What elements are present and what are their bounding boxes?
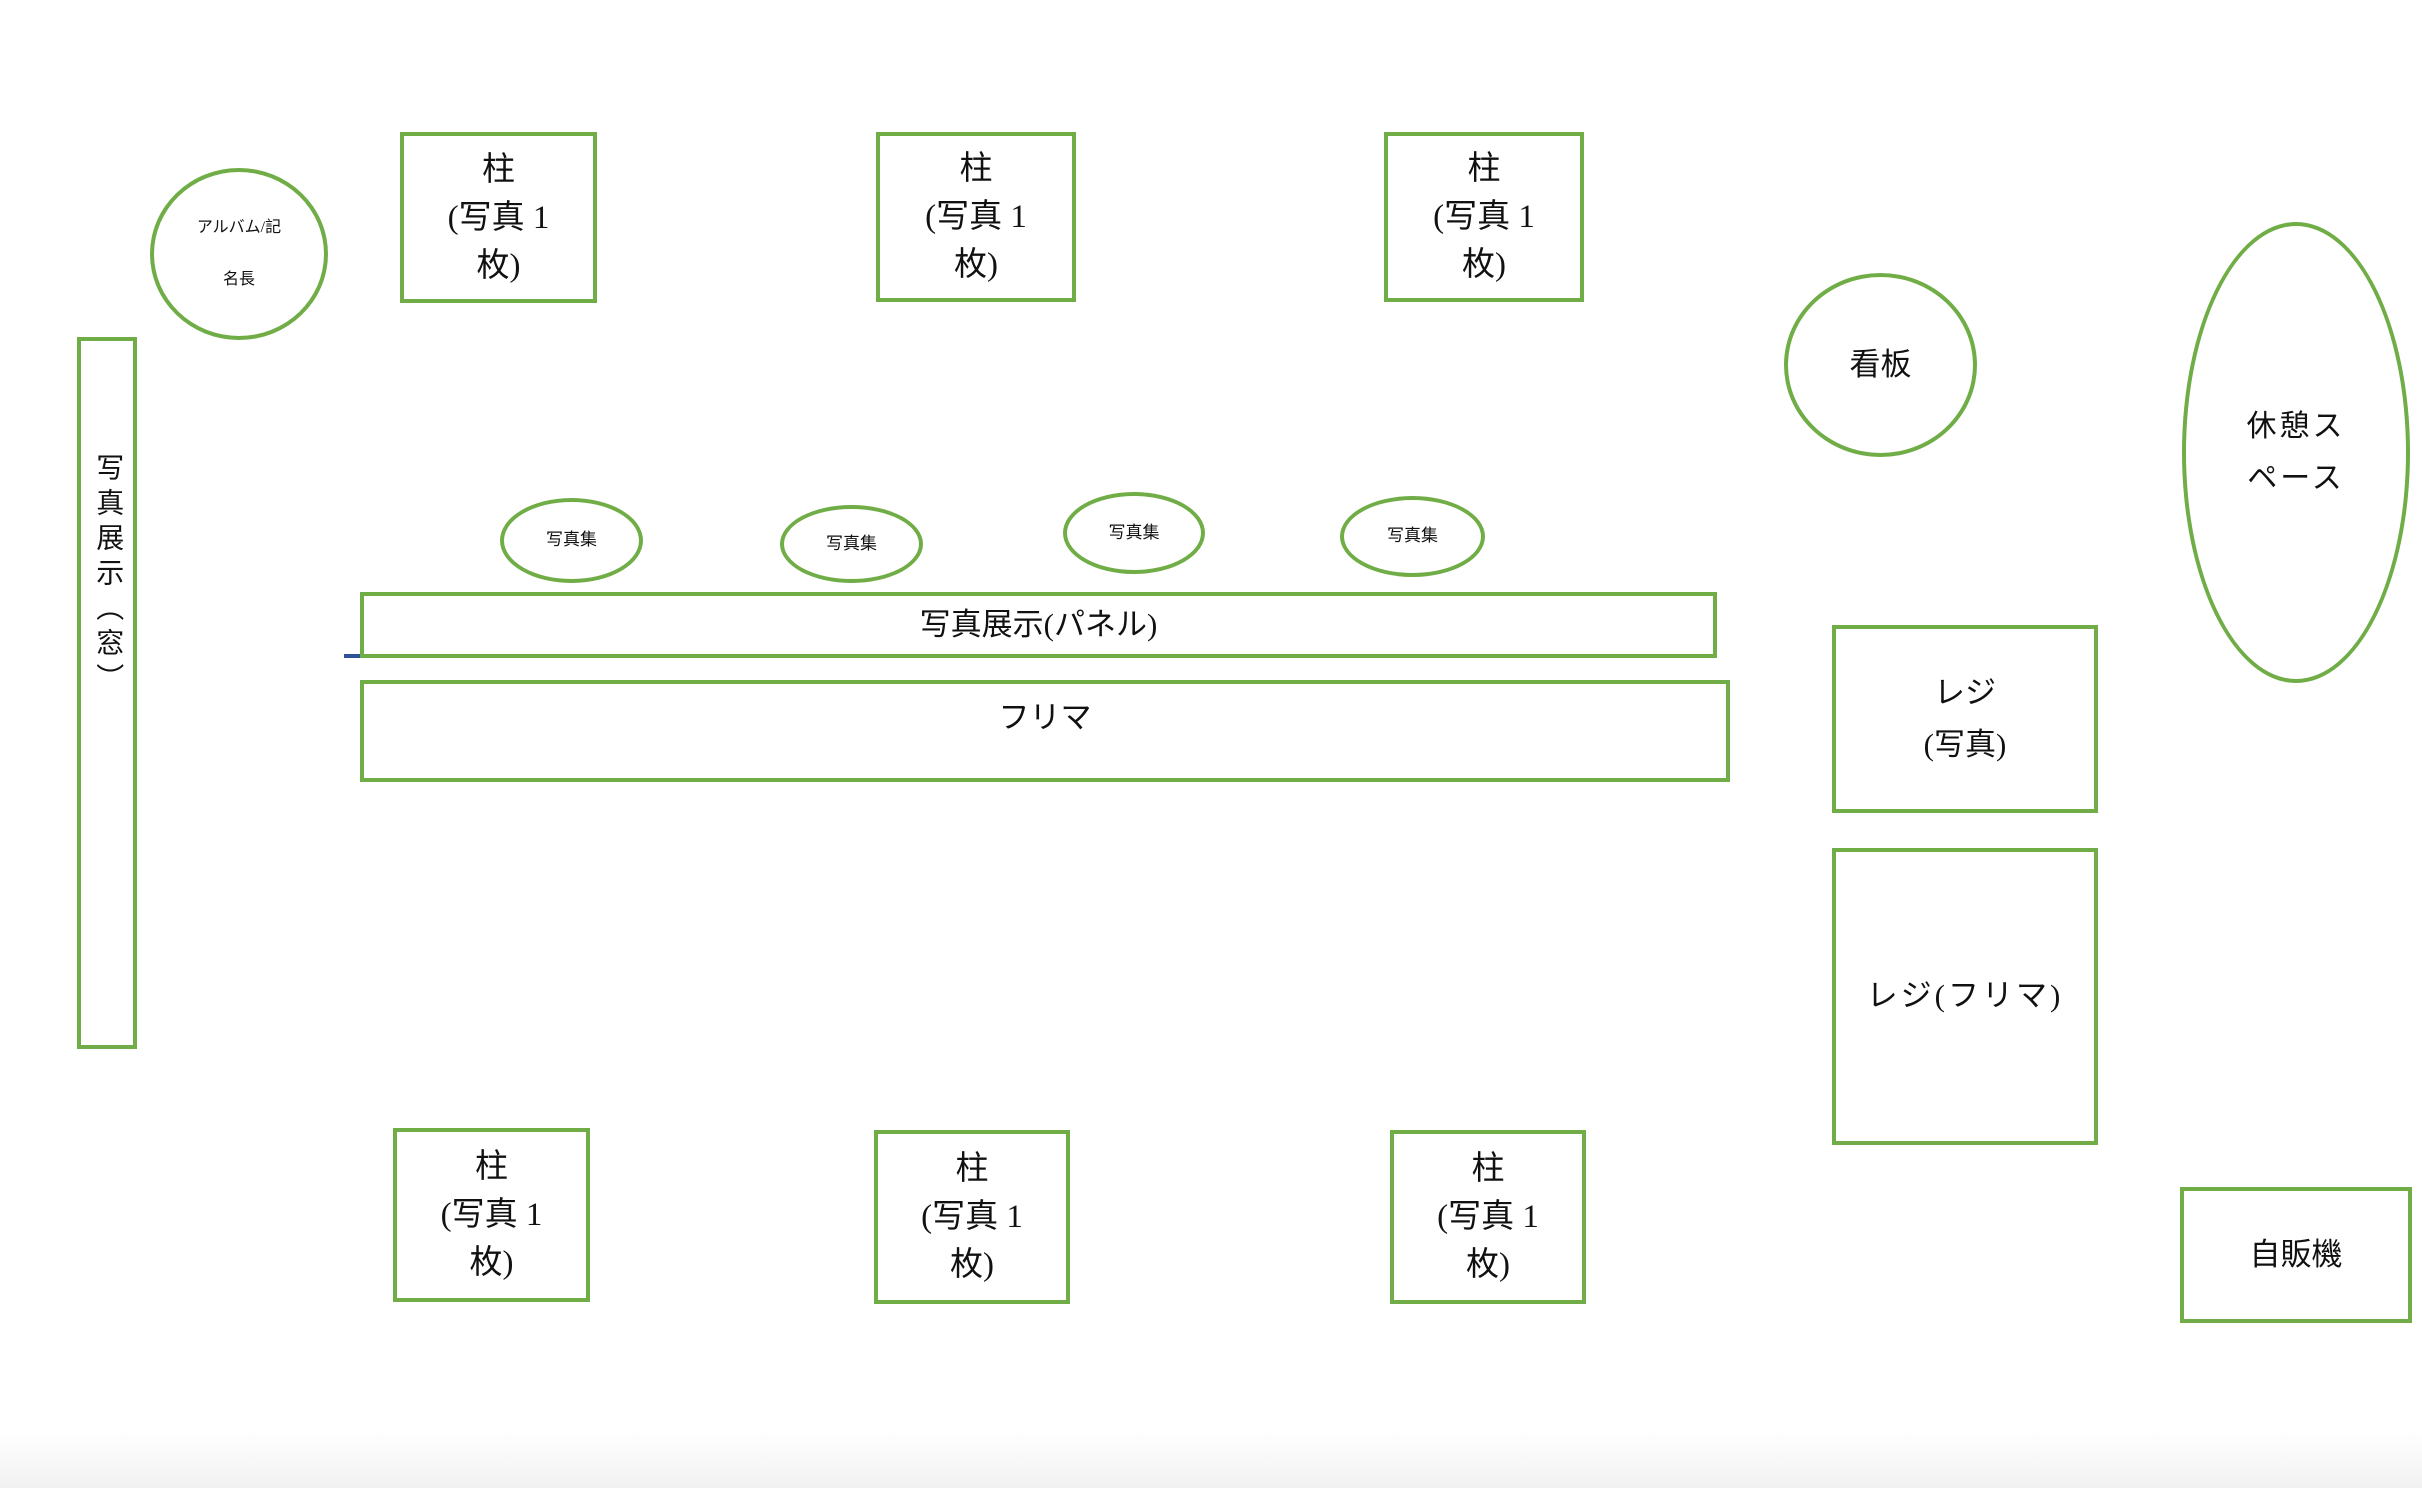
pillar-top-1: 柱 (写真 1 枚) [400, 132, 597, 303]
pillar-label-line3: 枚) [954, 247, 998, 283]
pillar-top-3: 柱 (写真 1 枚) [1384, 132, 1584, 302]
rest-space-label-line1: 休憩ス [2246, 409, 2346, 443]
stray-mark [344, 654, 360, 658]
vending-machine-label: 自販機 [2249, 1236, 2343, 1272]
pillar-label-line1: 柱 [475, 1149, 508, 1185]
page-edge-fade [0, 1430, 2422, 1488]
photo-book-label: 写真集 [1108, 522, 1160, 542]
photo-display-panel-label: 写真展示(パネル) [919, 606, 1158, 642]
pillar-label-line2: (写真 1 [447, 199, 550, 236]
pillar-label-line2: (写真 1 [440, 1197, 543, 1233]
pillar-label-line3: 枚) [1462, 247, 1506, 283]
photo-book-label: 写真集 [826, 533, 877, 553]
photo-display-window-label: 写真展示（窓） [92, 453, 124, 698]
flea-market-area: フリマ [360, 680, 1730, 782]
pillar-bottom-2: 柱 (写真 1 枚) [874, 1130, 1070, 1304]
photo-book-label: 写真集 [1387, 526, 1438, 546]
register-photo-label-line2: (写真) [1923, 727, 2007, 762]
register-photo: レジ (写真) [1832, 625, 2098, 813]
flea-market-label: フリマ [998, 700, 1092, 735]
rest-space-label-line2: ペース [2247, 461, 2345, 495]
pillar-label-line1: 柱 [959, 151, 993, 187]
pillar-bottom-3: 柱 (写真 1 枚) [1390, 1130, 1586, 1304]
pillar-label-line2: (写真 1 [921, 1199, 1023, 1235]
photo-book-ellipse-2: 写真集 [780, 505, 923, 583]
pillar-label-line3: 枚) [469, 1245, 514, 1281]
pillar-label-line3: 枚) [950, 1247, 994, 1283]
pillar-label-line1: 柱 [1467, 151, 1501, 187]
pillar-label-line1: 柱 [955, 1151, 989, 1187]
photo-book-label: 写真集 [546, 530, 597, 550]
album-registry-label-line1: アルバム/記 [196, 219, 282, 236]
photo-display-window: 写真展示（窓） [77, 337, 137, 1049]
pillar-label-line2: (写真 1 [925, 199, 1027, 235]
register-photo-label-line1: レジ [1934, 675, 1996, 710]
pillar-label-line3: 枚) [1466, 1247, 1510, 1283]
pillar-label-line1: 柱 [1471, 1151, 1505, 1187]
photo-book-ellipse-4: 写真集 [1340, 496, 1485, 577]
pillar-label-line2: (写真 1 [1433, 199, 1535, 235]
pillar-bottom-1: 柱 (写真 1 枚) [393, 1128, 590, 1302]
photo-book-ellipse-3: 写真集 [1063, 492, 1205, 574]
pillar-label-line1: 柱 [482, 151, 515, 188]
signboard-label: 看板 [1849, 346, 1912, 382]
photo-display-panel: 写真展示(パネル) [360, 592, 1717, 658]
pillar-label-line2: (写真 1 [1437, 1199, 1539, 1235]
album-registry-circle: アルバム/記 名長 [150, 168, 328, 340]
photo-book-ellipse-1: 写真集 [500, 498, 643, 583]
pillar-top-2: 柱 (写真 1 枚) [876, 132, 1076, 302]
register-flea-market-label: レジ(フリマ) [1866, 978, 2064, 1014]
register-flea-market: レジ(フリマ) [1832, 848, 2098, 1145]
rest-space-ellipse: 休憩ス ペース [2182, 222, 2410, 683]
vending-machine: 自販機 [2180, 1187, 2412, 1323]
signboard-circle: 看板 [1784, 273, 1977, 457]
pillar-label-line3: 枚) [476, 247, 521, 284]
album-registry-label-line2: 名長 [222, 271, 255, 288]
